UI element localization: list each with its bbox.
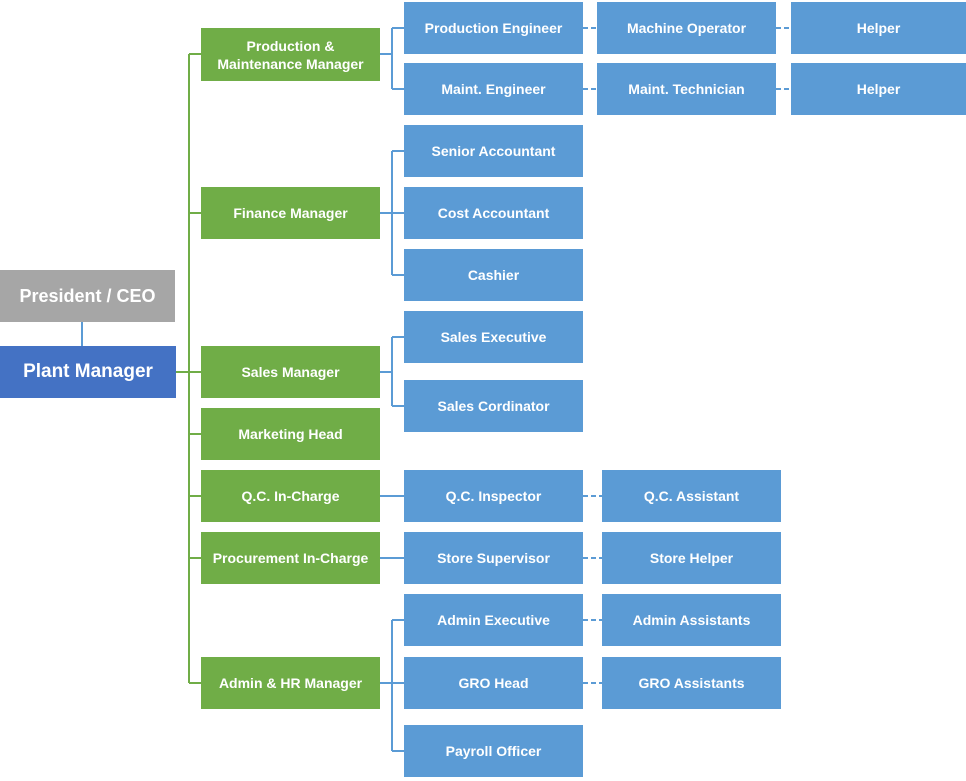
machine-operator-box: Machine Operator	[597, 2, 776, 54]
maint-technician-box: Maint. Technician	[597, 63, 776, 115]
helper-box-1: Helper	[791, 2, 966, 54]
helper-box-2: Helper	[791, 63, 966, 115]
production-engineer-box: Production Engineer	[404, 2, 583, 54]
store-helper-box: Store Helper	[602, 532, 781, 584]
admin-executive-box: Admin Executive	[404, 594, 583, 646]
senior-accountant-box: Senior Accountant	[404, 125, 583, 177]
production-maintenance-manager-box: Production & Maintenance Manager	[201, 28, 380, 81]
cashier-box: Cashier	[404, 249, 583, 301]
store-supervisor-box: Store Supervisor	[404, 532, 583, 584]
admin-assistants-box: Admin Assistants	[602, 594, 781, 646]
gro-assistants-box: GRO Assistants	[602, 657, 781, 709]
qc-assistant-box: Q.C. Assistant	[602, 470, 781, 522]
maint-engineer-box: Maint. Engineer	[404, 63, 583, 115]
marketing-head-box: Marketing Head	[201, 408, 380, 460]
procurement-in-charge-box: Procurement In-Charge	[201, 532, 380, 584]
staff-connectors	[380, 27, 791, 752]
sales-cordinator-box: Sales Cordinator	[404, 380, 583, 432]
sales-executive-box: Sales Executive	[404, 311, 583, 363]
plant-manager-box: Plant Manager	[0, 346, 176, 398]
qc-in-charge-box: Q.C. In-Charge	[201, 470, 380, 522]
manager-connectors	[176, 53, 201, 684]
payroll-officer-box: Payroll Officer	[404, 725, 583, 777]
qc-inspector-box: Q.C. Inspector	[404, 470, 583, 522]
cost-accountant-box: Cost Accountant	[404, 187, 583, 239]
sales-manager-box: Sales Manager	[201, 346, 380, 398]
finance-manager-box: Finance Manager	[201, 187, 380, 239]
gro-head-box: GRO Head	[404, 657, 583, 709]
president-ceo-box: President / CEO	[0, 270, 175, 322]
admin-hr-manager-box: Admin & HR Manager	[201, 657, 380, 709]
